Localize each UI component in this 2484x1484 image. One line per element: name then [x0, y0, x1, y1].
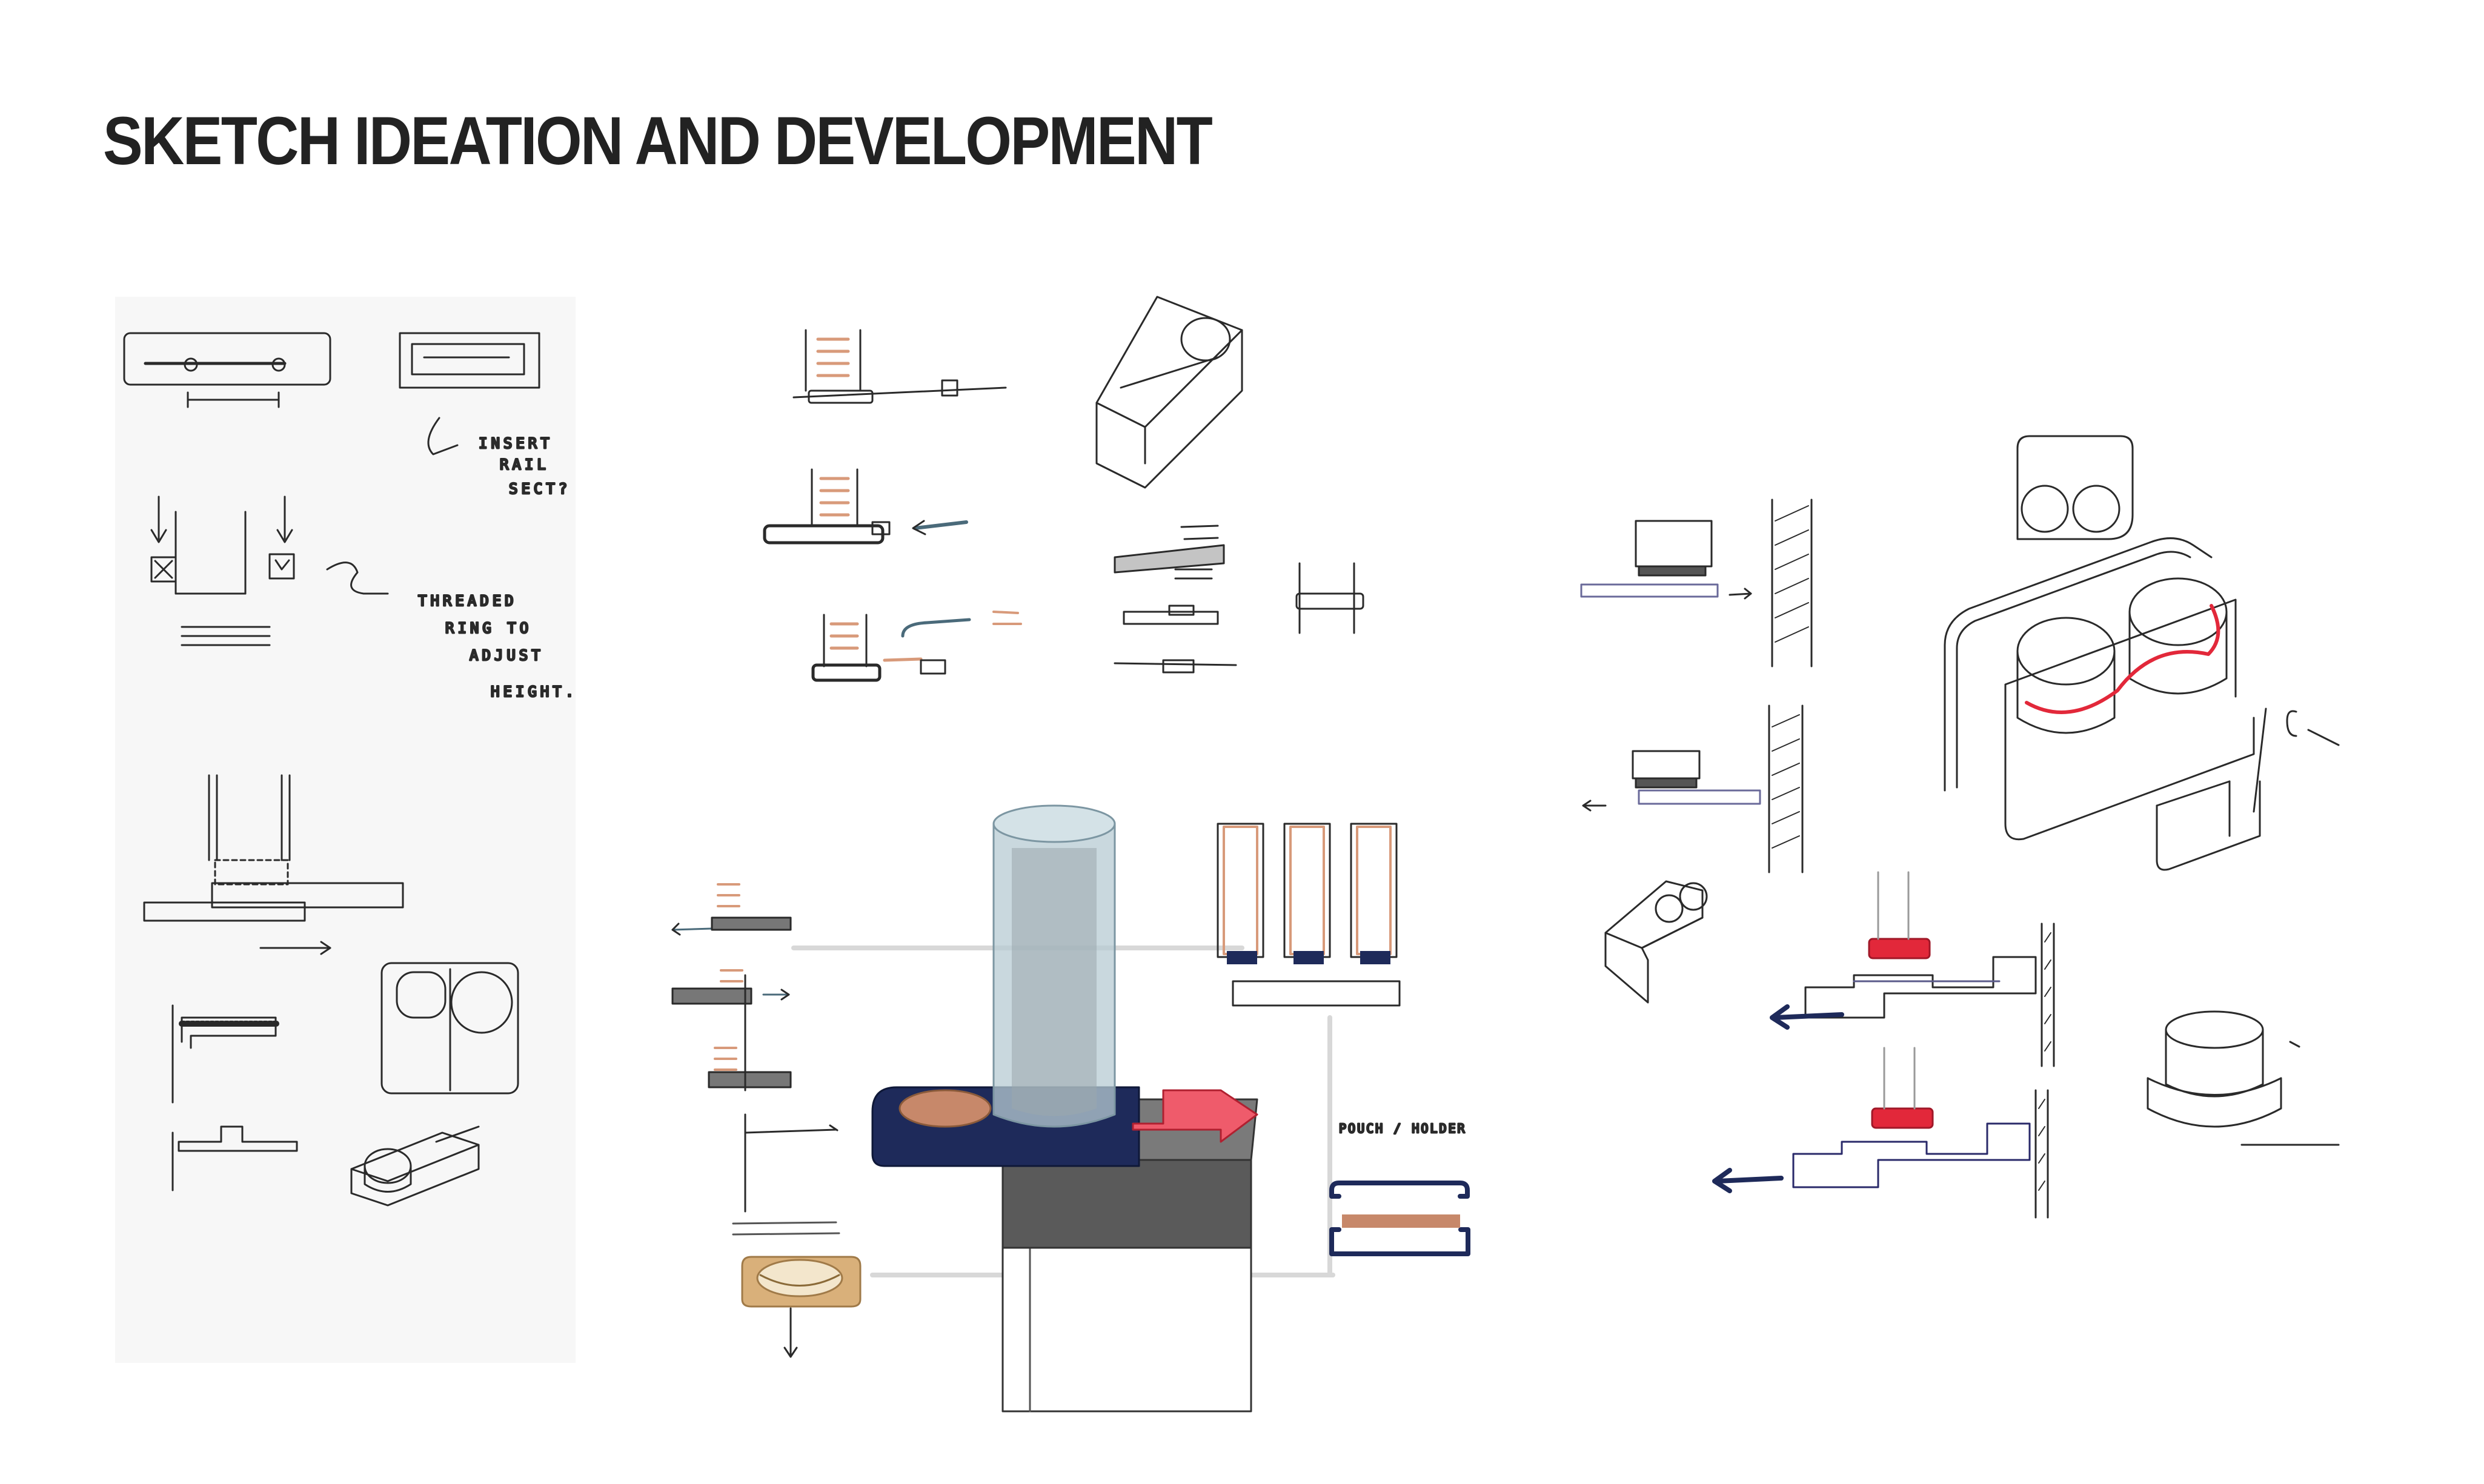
plate-sketch: [1114, 525, 1364, 674]
pod-on-base-sketch: [2147, 1010, 2340, 1146]
annotation-threaded: THREADED: [418, 592, 517, 609]
annotation-rail: RAIL: [500, 456, 550, 473]
cartridge-tubes: [1217, 823, 1401, 1007]
annotation-insert: INSERT: [479, 435, 553, 452]
wall-shelf-2: [1582, 704, 1804, 873]
main-render: [871, 804, 1258, 1413]
annotation-adjust: ADJUST: [470, 647, 544, 664]
annotation-pouch-holder: POUCH / HOLDER: [1339, 1121, 1467, 1136]
slider-sketch-3: [811, 611, 1022, 682]
pod-render: [732, 1221, 862, 1358]
slider-sketch-1: [792, 329, 1007, 404]
dispenser-isometric: [1944, 537, 2340, 871]
sketch-panel-left: INSERT RAIL SECT? THREADED RING TO ADJUS…: [115, 297, 577, 1363]
double-pod-top-view: [2016, 435, 2134, 540]
annotation-height: HEIGHT.: [491, 683, 577, 700]
bracket-sketch-1: [1770, 871, 2055, 1067]
wall-shelf-1: [1580, 499, 1813, 667]
sketch-panel-middle: POUCH / HOLDER: [671, 296, 1470, 1413]
small-holder-sketch: [1604, 880, 1708, 1004]
annotation-ring-to: RING TO: [445, 620, 532, 637]
sketch-panel-right: [1580, 435, 2340, 1219]
pouch-holder-sketch: POUCH / HOLDER: [1329, 1121, 1470, 1256]
box-sketch: [1095, 296, 1243, 489]
mini-sliders: [671, 883, 792, 1091]
page-title: SKETCH IDEATION AND DEVELOPMENT: [103, 103, 1213, 179]
annotation-sect: SECT?: [509, 480, 571, 497]
slider-sketch-2: [763, 468, 968, 545]
bracket-sketch-2: [1712, 1047, 2049, 1219]
